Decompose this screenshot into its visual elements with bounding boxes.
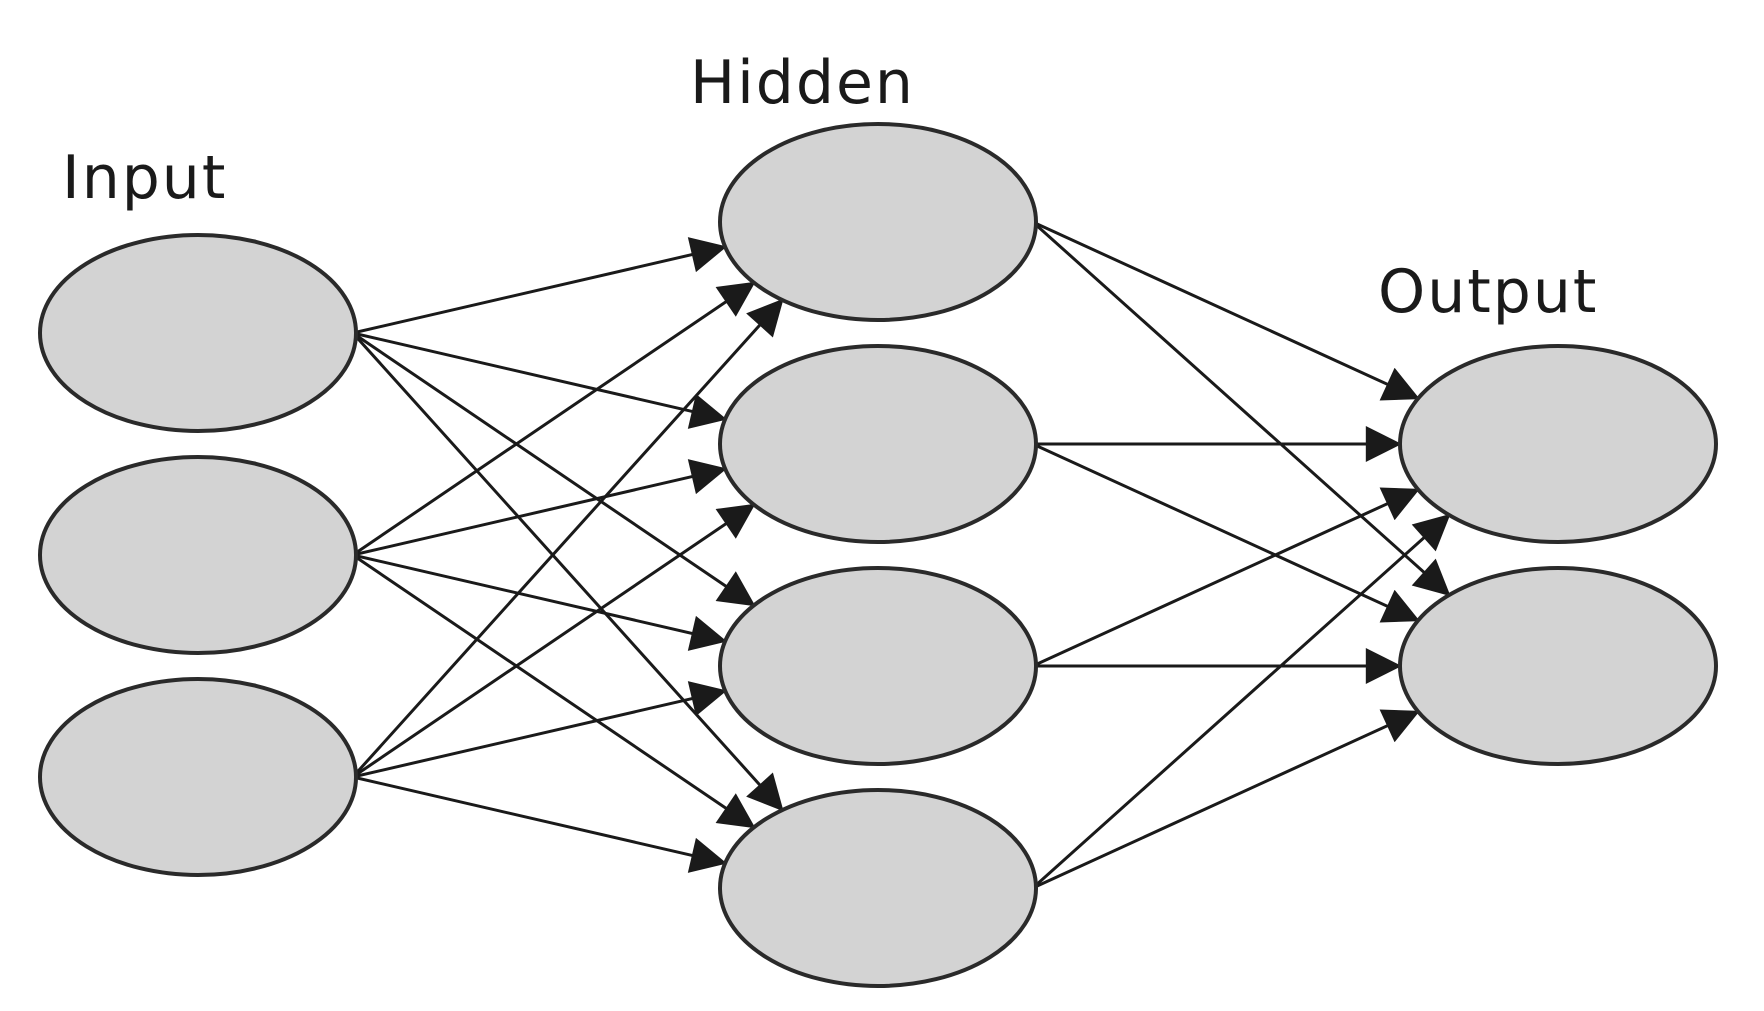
hidden-node-2 [718,344,1038,544]
edge-input-3-to-hidden-1 [351,298,784,779]
edge-input-1-to-hidden-1 [352,237,727,335]
hidden-node-3 [718,566,1038,766]
edge-hidden-1-to-output-1 [1032,220,1420,401]
edge-hidden-1-to-output-2 [1031,220,1451,597]
connections-group [351,220,1451,890]
hidden-node-4 [718,788,1038,988]
edge-input-2-to-hidden-1 [351,281,756,557]
input-node-2 [38,455,358,655]
input-node-3 [38,677,358,877]
edge-input-3-to-hidden-4 [352,775,727,873]
edge-input-1-to-hidden-4 [351,331,784,812]
edge-hidden-4-to-output-1 [1031,513,1451,890]
output-node-1 [1398,344,1718,544]
input-layer-label: Input [62,143,227,213]
edge-hidden-2-to-output-2 [1032,442,1420,623]
hidden-node-1 [718,122,1038,322]
input-node-1 [38,233,358,433]
edge-hidden-3-to-output-1 [1032,487,1420,668]
hidden-layer-label: Hidden [690,48,915,118]
edge-input-2-to-hidden-2 [352,459,727,557]
edge-input-1-to-hidden-2 [352,331,727,429]
edge-input-1-to-hidden-3 [351,331,756,607]
edge-input-3-to-hidden-3 [352,681,727,779]
output-layer-label: Output [1378,257,1598,327]
edge-input-2-to-hidden-4 [351,553,756,829]
nodes-group [38,122,1718,988]
output-node-2 [1398,566,1718,766]
edge-input-2-to-hidden-3 [352,553,727,651]
edge-hidden-4-to-output-2 [1032,709,1420,890]
edge-input-3-to-hidden-2 [351,503,756,779]
